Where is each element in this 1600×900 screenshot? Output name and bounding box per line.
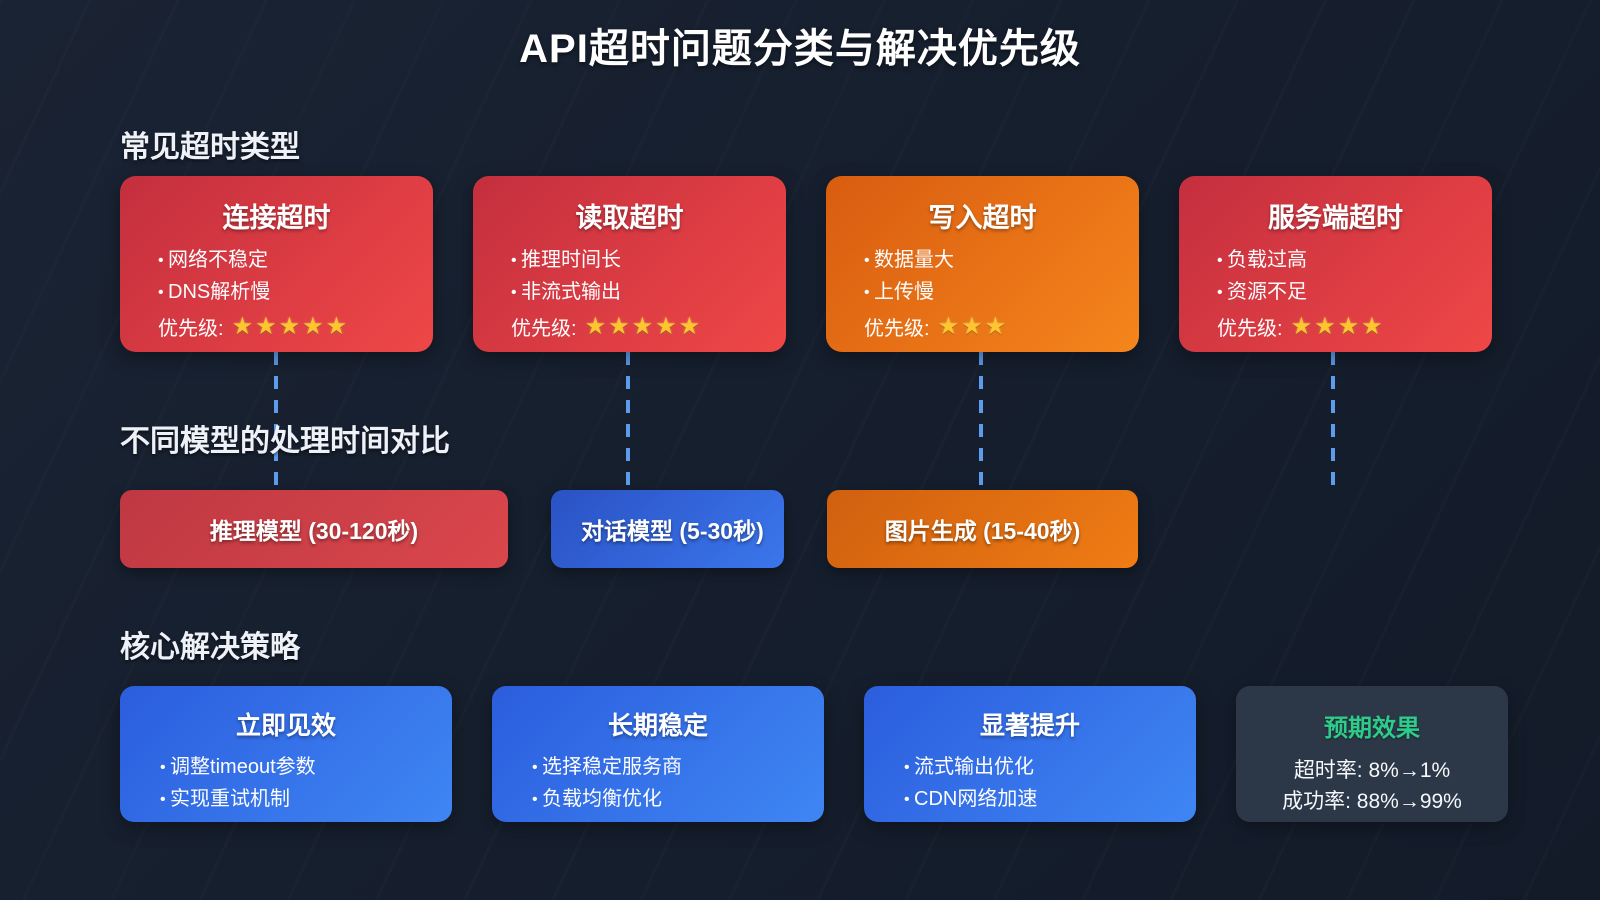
list-item: 调整timeout参数 [160,752,428,784]
list-item: 负载均衡优化 [532,784,800,816]
strategy-card-improvement: 显著提升 流式输出优化 CDN网络加速 [864,686,1196,822]
card-title: 服务端超时 [1268,203,1403,233]
priority-rating: 优先级: ★★★ [864,312,1117,341]
card-title: 显著提升 [979,712,1080,740]
priority-label: 优先级: [158,318,224,340]
strategy-card-longterm: 长期稳定 选择稳定服务商 负载均衡优化 [492,686,824,822]
list-item: 数据量大 [864,245,1117,277]
card-title: 预期效果 [1324,715,1420,742]
card-bullet-list: 调整timeout参数 实现重试机制 [144,752,428,816]
list-item: 实现重试机制 [160,784,428,816]
section-heading-model-comparison: 不同模型的处理时间对比 [120,425,450,458]
priority-label: 优先级: [511,318,577,340]
success-rate-metric: 成功率: 88%→99% [1282,790,1462,813]
list-item: 选择稳定服务商 [532,752,800,784]
star-rating-icon: ★★★ [937,313,1009,340]
star-rating-icon: ★★★★★ [231,313,350,340]
expected-results-card: 预期效果 超时率: 8%→1% 成功率: 88%→99% [1236,686,1508,822]
section-heading-timeout-types: 常见超时类型 [120,131,300,164]
card-title: 写入超时 [928,203,1037,233]
priority-rating: 优先级: ★★★★ [1217,312,1470,341]
list-item: DNS解析慢 [158,277,411,309]
list-item: 资源不足 [1217,277,1470,309]
card-bullet-list: 流式输出优化 CDN网络加速 [888,752,1172,816]
connector-line-2 [626,352,630,490]
card-title: 连接超时 [222,203,331,233]
strategy-card-row: 立即见效 调整timeout参数 实现重试机制 长期稳定 选择稳定服务商 负载均… [120,686,1508,822]
card-bullet-list: 数据量大 上传慢 [848,245,1117,309]
star-rating-icon: ★★★★ [1290,313,1385,340]
list-item: 推理时间长 [511,245,764,277]
timeout-type-card-row: 连接超时 网络不稳定 DNS解析慢 优先级: ★★★★★ 读取超时 推理时间长 … [120,176,1492,352]
timeout-card-read: 读取超时 推理时间长 非流式输出 优先级: ★★★★★ [473,176,786,352]
timeout-card-connection: 连接超时 网络不稳定 DNS解析慢 优先级: ★★★★★ [120,176,433,352]
timeout-rate-metric: 超时率: 8%→1% [1293,759,1451,782]
list-item: CDN网络加速 [904,784,1172,816]
star-rating-icon: ★★★★★ [584,313,703,340]
connector-line-3 [979,352,983,490]
priority-rating: 优先级: ★★★★★ [158,312,411,341]
list-item: 负载过高 [1217,245,1470,277]
card-bullet-list: 选择稳定服务商 负载均衡优化 [516,752,800,816]
time-bar-reasoning-model: 推理模型 (30-120秒) [120,490,508,568]
section-heading-strategies: 核心解决策略 [120,631,300,664]
timeout-card-server: 服务端超时 负载过高 资源不足 优先级: ★★★★ [1179,176,1492,352]
time-bar-chat-model: 对话模型 (5-30秒) [551,490,784,568]
card-title: 长期稳定 [607,712,708,740]
list-item: 上传慢 [864,277,1117,309]
priority-label: 优先级: [1217,318,1283,340]
result-metrics: 超时率: 8%→1% 成功率: 88%→99% [1254,755,1490,817]
strategy-card-immediate: 立即见效 调整timeout参数 实现重试机制 [120,686,452,822]
priority-label: 优先级: [864,318,930,340]
card-bullet-list: 网络不稳定 DNS解析慢 [142,245,411,309]
card-title: 立即见效 [235,712,336,740]
card-bullet-list: 负载过高 资源不足 [1201,245,1470,309]
connector-line-1 [274,352,278,490]
priority-rating: 优先级: ★★★★★ [511,312,764,341]
card-bullet-list: 推理时间长 非流式输出 [495,245,764,309]
list-item: 网络不稳定 [158,245,411,277]
list-item: 非流式输出 [511,277,764,309]
list-item: 流式输出优化 [904,752,1172,784]
connector-line-4 [1331,352,1335,490]
page-title: API超时问题分类与解决优先级 [519,27,1081,71]
time-bar-image-generation: 图片生成 (15-40秒) [827,490,1138,568]
timeout-card-write: 写入超时 数据量大 上传慢 优先级: ★★★ [826,176,1139,352]
card-title: 读取超时 [575,203,684,233]
